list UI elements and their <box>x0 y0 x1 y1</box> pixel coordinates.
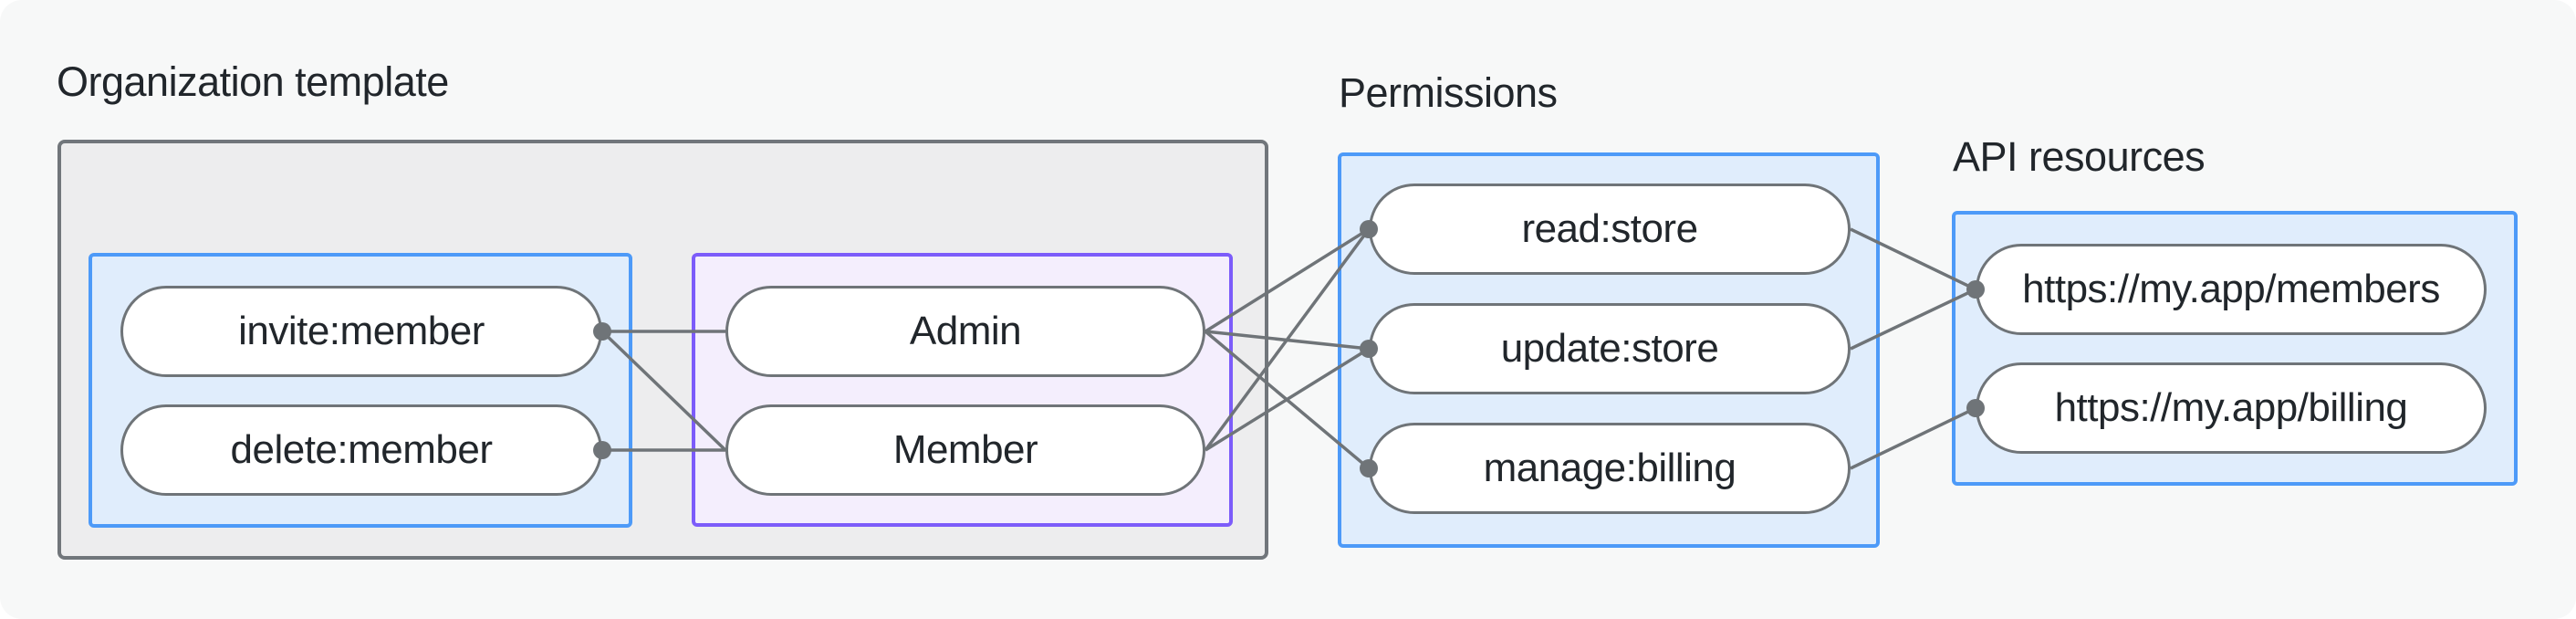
node-pill-api-billing-url: https://my.app/billing <box>1976 362 2487 454</box>
api-resources-label: API resources <box>1953 133 2206 180</box>
node-pill-admin-role: Admin <box>725 286 1205 377</box>
node-pill-manage-billing: manage:billing <box>1369 423 1851 514</box>
permissions-label: Permissions <box>1339 69 1558 116</box>
node-pill-api-members-url: https://my.app/members <box>1976 244 2487 335</box>
node-pill-delete-member: delete:member <box>120 404 602 496</box>
node-pill-invite-member: invite:member <box>120 286 602 377</box>
node-pill-member-role: Member <box>725 404 1205 496</box>
org-template-title: Organization template <box>57 58 449 105</box>
node-pill-read-store: read:store <box>1369 184 1851 275</box>
node-pill-update-store: update:store <box>1369 303 1851 394</box>
